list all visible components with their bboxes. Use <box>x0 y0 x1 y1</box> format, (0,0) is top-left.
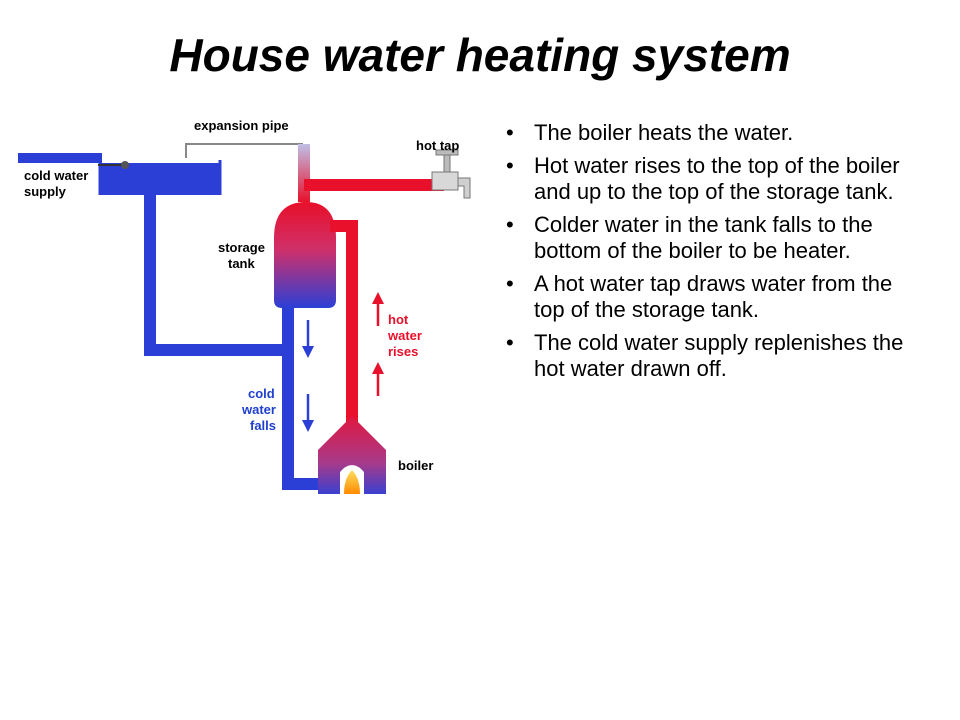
bullet-item: •The boiler heats the water. <box>506 120 794 145</box>
label-cold-water-supply-2: supply <box>24 184 67 199</box>
bullet-item: •Colder water in the tank falls to the b… <box>506 212 873 263</box>
label-storage-tank-1: storage <box>218 240 265 255</box>
hot-flow-pipe <box>330 220 358 432</box>
cold-supply-inlet-pipe <box>18 153 102 163</box>
label-storage-tank-2: tank <box>228 256 256 271</box>
cold-feed-pipe <box>144 194 294 356</box>
cold-falls-arrows <box>302 320 314 432</box>
slide-title: House water heating system <box>169 29 791 81</box>
label-hot-water-rises-3: rises <box>388 344 418 359</box>
label-cold-water-falls-1: cold <box>248 386 275 401</box>
label-hot-water-rises-2: water <box>387 328 422 343</box>
label-cold-water-supply-1: cold water <box>24 168 88 183</box>
bullet-list: •The boiler heats the water. •Hot water … <box>506 120 906 389</box>
bullet-item: •Hot water rises to the top of the boile… <box>506 153 900 204</box>
bullet-item: •The cold water supply replenishes the h… <box>506 330 904 381</box>
boiler <box>318 416 386 494</box>
label-cold-water-falls-3: falls <box>250 418 276 433</box>
label-hot-tap: hot tap <box>416 138 459 153</box>
storage-tank <box>274 202 336 308</box>
label-hot-water-rises-1: hot <box>388 312 409 327</box>
hot-rises-arrows <box>372 292 384 396</box>
label-boiler: boiler <box>398 458 433 473</box>
hot-tap-icon <box>431 149 471 199</box>
label-expansion-pipe: expansion pipe <box>194 118 289 133</box>
bullet-item: •A hot water tap draws water from the to… <box>506 271 893 322</box>
water-heating-diagram: expansion pipe hot tap cold water supply… <box>18 108 480 500</box>
cold-water-cistern <box>98 160 222 195</box>
hot-tap-pipe <box>304 179 444 191</box>
label-cold-water-falls-2: water <box>241 402 276 417</box>
